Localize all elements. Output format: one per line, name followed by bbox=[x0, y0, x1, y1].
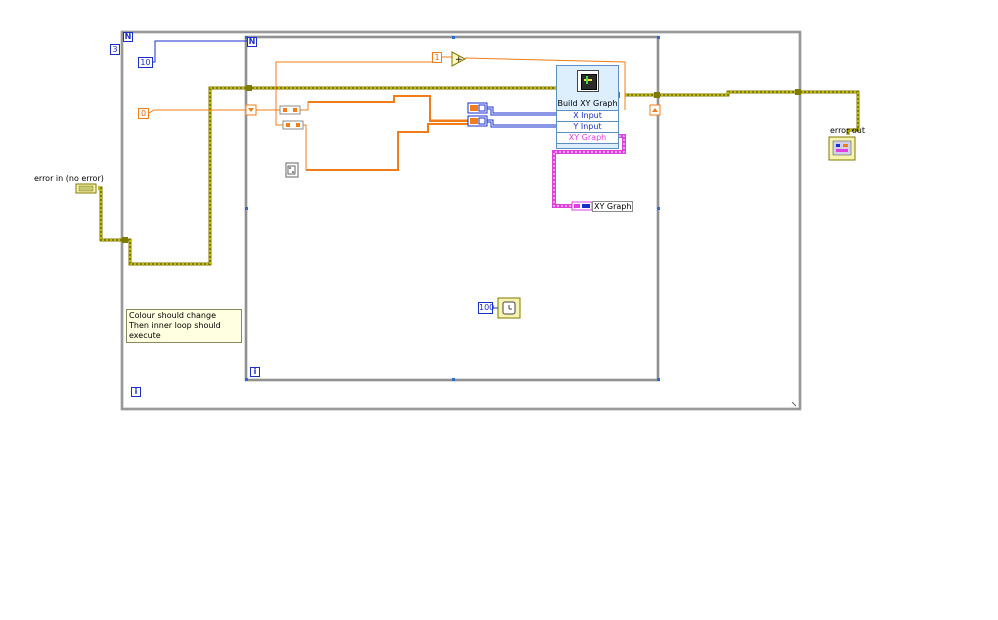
inner-loop-count-constant[interactable]: 10 bbox=[138, 57, 153, 68]
outer-loop-count-constant[interactable]: 3 bbox=[110, 44, 120, 55]
wait-node[interactable] bbox=[497, 297, 521, 319]
error-out-label: error out bbox=[830, 126, 866, 135]
increment-constant[interactable]: 1 bbox=[432, 52, 442, 63]
svg-text:+: + bbox=[455, 55, 463, 65]
numeric-wires-thick bbox=[306, 95, 468, 171]
inner-for-loop[interactable] bbox=[244, 35, 660, 382]
error-wire bbox=[98, 85, 860, 266]
build-array-node-1[interactable] bbox=[279, 105, 301, 115]
outer-loop-iteration-terminal: i bbox=[131, 387, 141, 397]
xy-graph-terminal[interactable] bbox=[571, 201, 593, 211]
count-wire bbox=[153, 40, 247, 63]
shift-register-left[interactable] bbox=[245, 104, 257, 116]
build-xy-graph-node[interactable]: Build XY Graph X Input Y Input XY Graph bbox=[556, 65, 619, 149]
error-in-label: error in (no error) bbox=[34, 174, 104, 183]
shift-register-right[interactable] bbox=[649, 104, 661, 116]
inner-loop-iteration-terminal: i bbox=[250, 367, 260, 377]
y-input-terminal[interactable]: Y Input bbox=[557, 121, 618, 132]
comment-line-1: Colour should change bbox=[129, 311, 216, 320]
inner-loop-count-terminal: N bbox=[247, 37, 257, 47]
build-xy-graph-title: Build XY Graph bbox=[557, 99, 618, 108]
outer-for-loop[interactable] bbox=[120, 30, 802, 411]
outer-loop-count-terminal: N bbox=[123, 32, 133, 42]
wait-ms-constant[interactable]: 100 bbox=[478, 302, 495, 314]
random-number-icon[interactable] bbox=[285, 162, 299, 178]
array-wires bbox=[487, 106, 556, 128]
y-array-node[interactable] bbox=[467, 115, 488, 127]
error-out-indicator[interactable] bbox=[828, 136, 856, 161]
initial-value-constant[interactable]: 0 bbox=[138, 108, 149, 119]
build-array-node-2[interactable] bbox=[282, 120, 304, 130]
comment-line-2: Then inner loop should execute bbox=[129, 321, 221, 340]
comment-note[interactable]: Colour should change Then inner loop sho… bbox=[126, 309, 242, 343]
xy-graph-label[interactable]: XY Graph bbox=[592, 201, 634, 212]
build-xy-graph-resize-handle[interactable] bbox=[557, 143, 618, 150]
error-in-control[interactable] bbox=[75, 183, 97, 194]
xy-graph-icon bbox=[577, 70, 599, 92]
add-node[interactable]: + bbox=[451, 51, 467, 67]
x-array-node[interactable] bbox=[467, 102, 488, 114]
graph-wire bbox=[552, 134, 626, 208]
xy-graph-input-terminal[interactable]: XY Graph bbox=[557, 132, 618, 143]
x-input-terminal[interactable]: X Input bbox=[557, 110, 618, 121]
